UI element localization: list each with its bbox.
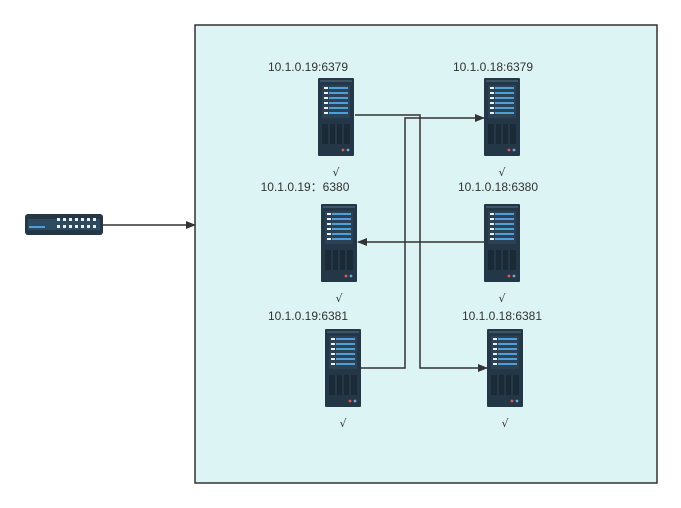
server-node-18-6379: 10.1.0.18:6379 √ xyxy=(453,60,533,179)
status-check: √ xyxy=(498,292,506,305)
network-switch-icon xyxy=(25,214,103,235)
status-check: √ xyxy=(332,166,340,179)
server-node-19-6380: 10.1.0.19：6380 √ xyxy=(261,180,358,305)
node-label: 10.1.0.18:6381 xyxy=(462,309,542,323)
server-rack-icon xyxy=(320,203,358,283)
node-label: 10.1.0.19:6379 xyxy=(268,60,348,74)
connectors xyxy=(103,114,488,372)
replication-link-19-6381-to-18-6379 xyxy=(361,114,485,369)
server-rack-icon xyxy=(317,77,355,157)
node-label: 10.1.0.19：6380 xyxy=(261,180,350,194)
server-node-19-6381: 10.1.0.19:6381 √ xyxy=(268,309,362,430)
server-node-19-6379: 10.1.0.19:6379 √ xyxy=(268,60,355,179)
server-node-18-6380: 10.1.0.18:6380 √ xyxy=(458,180,538,305)
server-rack-icon xyxy=(324,328,362,408)
status-check: √ xyxy=(335,292,343,305)
server-rack-icon xyxy=(483,203,521,283)
server-rack-icon xyxy=(486,328,524,408)
server-node-18-6381: 10.1.0.18:6381 √ xyxy=(462,309,542,430)
node-label: 10.1.0.18:6380 xyxy=(458,180,538,194)
status-check: √ xyxy=(501,417,509,430)
status-check: √ xyxy=(498,166,506,179)
server-rack-icon xyxy=(483,77,521,157)
node-label: 10.1.0.18:6379 xyxy=(453,60,533,74)
cluster-container xyxy=(194,24,658,484)
node-label: 10.1.0.19:6381 xyxy=(268,309,348,323)
status-check: √ xyxy=(339,417,347,430)
